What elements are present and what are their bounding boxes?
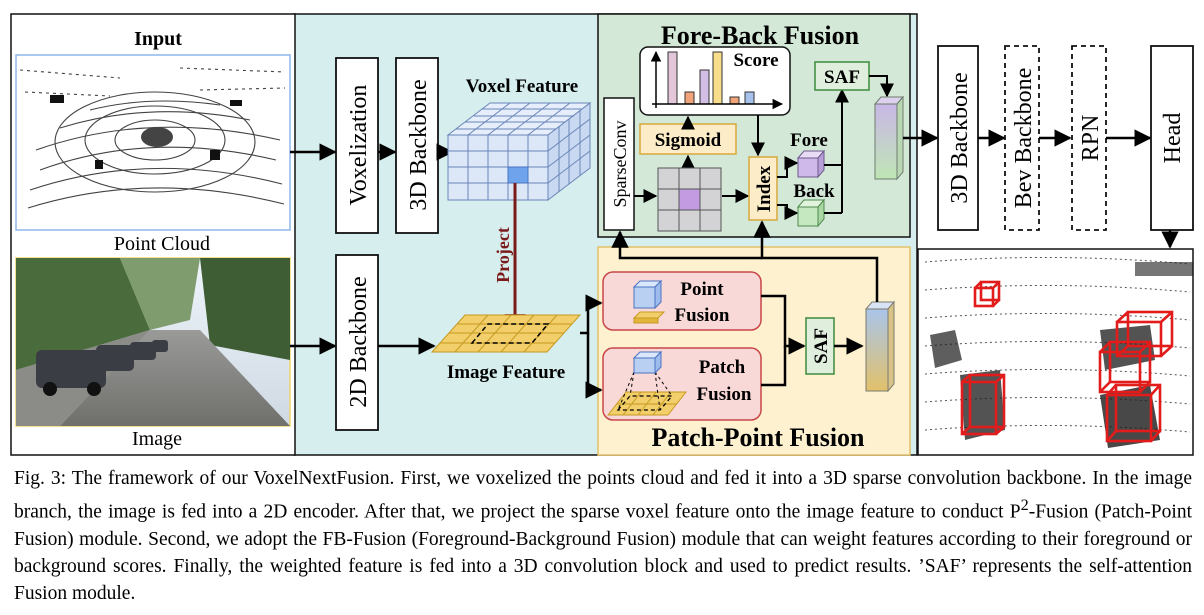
saf-bottom-label: SAF	[811, 328, 832, 364]
voxelization-label: Voxelization	[346, 85, 372, 206]
image-feature-label: Image Feature	[447, 362, 565, 383]
figure-caption: Fig. 3: The framework of our VoxelNextFu…	[14, 465, 1192, 607]
arrow-imagefeature-to-patchfusion	[585, 333, 603, 399]
figure-label: Fig. 3:	[14, 468, 67, 489]
fore-cube	[796, 149, 826, 179]
image-feature-grid	[430, 314, 582, 353]
arrow-index-to-fore	[777, 156, 799, 178]
arrow-patchpoint-to-index	[753, 220, 879, 302]
sparseconv-label: SparseConv	[610, 121, 630, 208]
rpn-label: RPN	[1078, 115, 1104, 162]
point-fusion-label-line1: Point	[680, 279, 724, 300]
fore-back-fusion-title: Fore-Back Fusion	[661, 21, 860, 50]
index-block	[748, 156, 778, 221]
arrow-pointfusion-to-saf	[761, 294, 806, 355]
point-fusion-icon	[632, 279, 666, 324]
patch-point-fusion-title: Patch-Point Fusion	[651, 423, 865, 452]
detection-result-image	[917, 248, 1194, 456]
image-label: Image	[132, 428, 182, 450]
voxel-feature-cube	[446, 101, 592, 202]
index-label: Index	[754, 165, 775, 212]
backbone-2d-label: 2D Backbone	[346, 276, 372, 407]
backbone-3d-block	[395, 57, 439, 234]
input-title: Input	[134, 28, 182, 50]
arrow-saf-to-feature	[869, 75, 894, 98]
backbone-2d-block	[335, 254, 379, 431]
patch-fusion-icon	[606, 350, 688, 416]
score-label: Score	[733, 50, 778, 71]
fused-feature-column-top	[873, 95, 905, 181]
caption-text-part2: -Fusion (Patch-Point Fusion) module. Sec…	[14, 501, 1192, 604]
head-label: Head	[1160, 113, 1186, 164]
sparseconv-block	[603, 97, 635, 231]
voxelization-block	[335, 57, 379, 234]
framework-diagram: Input Point Cloud	[10, 13, 1194, 456]
patch-fusion-label-line1: Patch	[699, 357, 746, 378]
arrow-patchpoint-to-sparseconv	[611, 230, 762, 260]
fore-label: Fore	[790, 130, 828, 151]
caption-text-part1: The framework of our VoxelNextFusion. Fi…	[14, 468, 1192, 523]
patch-fusion-label-line2: Fusion	[697, 384, 752, 405]
arrow-patchfusion-to-saf	[761, 346, 787, 387]
point-fusion-label-line2: Fusion	[675, 305, 730, 326]
backbone-3d-stage2-label: 3D Backbone	[947, 72, 973, 203]
arrow-imagefeature-to-pointfusion	[580, 294, 603, 335]
backbone-3d-label: 3D Backbone	[406, 79, 432, 210]
fused-feature-column-bottom	[864, 300, 896, 393]
score-bars	[667, 51, 755, 105]
back-cube	[796, 198, 826, 228]
arrow-index-to-back	[777, 204, 799, 220]
back-label: Back	[793, 181, 835, 202]
camera-image	[15, 257, 291, 427]
project-label: Project	[493, 227, 513, 283]
head-block	[1150, 45, 1194, 231]
saf-top-label: SAF	[824, 67, 860, 88]
caption-superscript: 2	[1020, 496, 1029, 514]
bev-backbone-label: Bev Backbone	[1011, 68, 1037, 209]
feature-grid-3x3	[657, 167, 722, 232]
sigmoid-label: Sigmoid	[655, 130, 722, 151]
voxel-feature-label: Voxel Feature	[466, 76, 578, 97]
point-cloud-label: Point Cloud	[114, 233, 210, 255]
point-cloud-image	[15, 54, 291, 231]
